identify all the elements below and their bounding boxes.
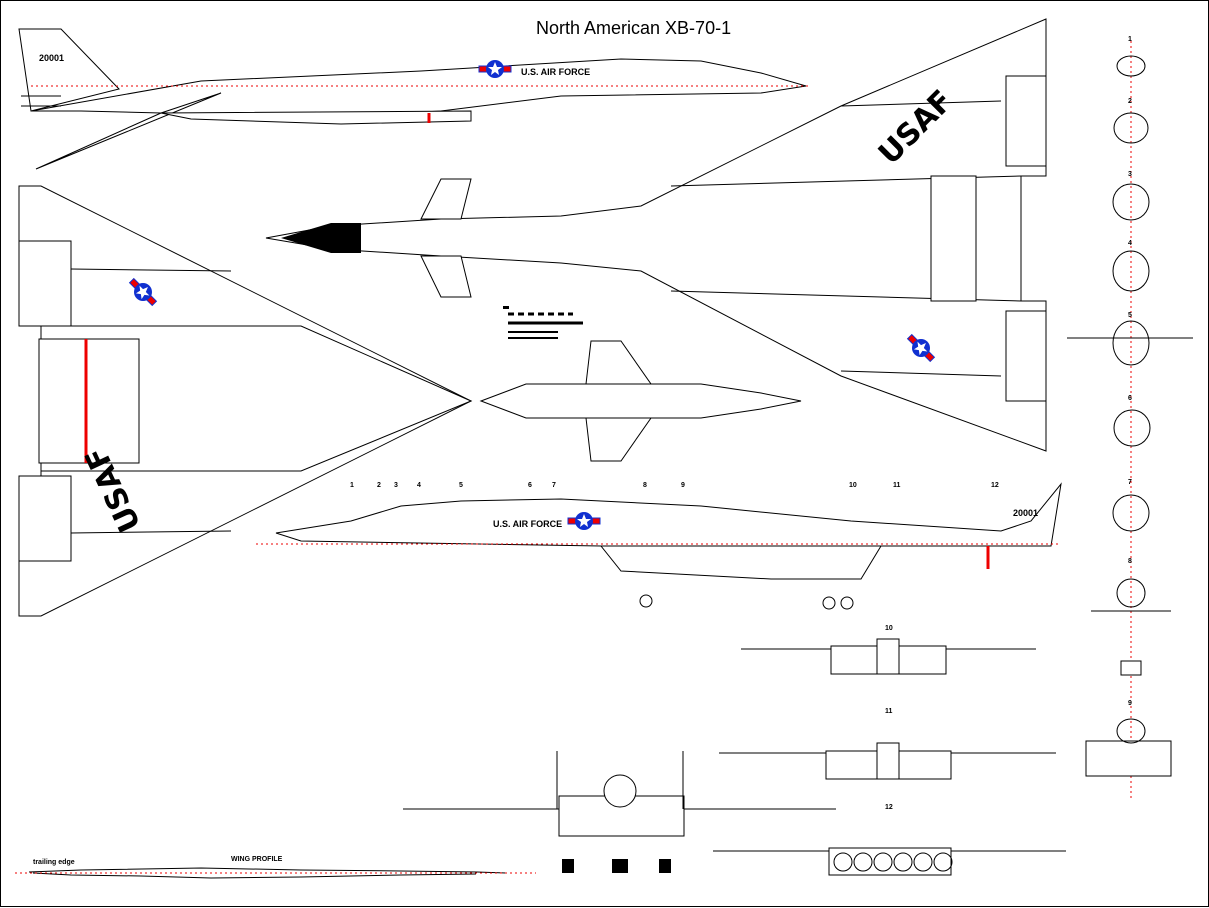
trailing-edge-label: trailing edge (33, 859, 75, 866)
roundel-icon (128, 277, 158, 307)
section-label: 9 (1128, 700, 1132, 707)
section-label: 5 (1128, 312, 1132, 319)
roundel-icon (567, 512, 601, 530)
drawing-title: North American XB-70-1 (536, 18, 731, 38)
fuselage-text-bottom: U.S. AIR FORCE (493, 519, 562, 529)
tail-serial-top: 20001 (39, 53, 64, 63)
section-label: 8 (1128, 558, 1132, 565)
side-view-top: 20001 U.S. AIR FORCE (18, 28, 811, 170)
cross-sections-bottom: 10 11 12 (713, 625, 1066, 876)
section-label: 2 (1128, 98, 1132, 105)
side-view-bottom: 20001 U.S. AIR FORCE 1 2 3 4 5 6 7 8 9 1… (256, 482, 1062, 610)
section-label: 10 (885, 625, 893, 632)
wing-profile-title: WING PROFILE (231, 856, 283, 863)
station-label: 11 (893, 482, 901, 489)
section-label: 11 (885, 708, 893, 715)
section-label: 7 (1128, 479, 1132, 486)
front-view (403, 751, 836, 873)
section-label: 1 (1128, 36, 1132, 43)
station-label: 9 (681, 482, 685, 489)
station-labels: 1 2 3 4 5 6 7 8 9 10 11 12 (350, 482, 999, 489)
section-label: 12 (885, 804, 893, 811)
roundel-icon (478, 60, 512, 78)
station-label: 4 (417, 482, 421, 489)
plan-view-lower: USAF (18, 185, 802, 617)
section-label: 3 (1128, 171, 1132, 178)
cross-sections-right: 1 2 3 4 5 6 7 8 9 (1067, 36, 1193, 801)
section-label: 6 (1128, 395, 1132, 402)
station-label: 7 (552, 482, 556, 489)
station-label: 8 (643, 482, 647, 489)
section-label: 4 (1128, 240, 1132, 247)
roundel-icon (906, 333, 936, 363)
station-label: 3 (394, 482, 398, 489)
fuselage-text-top: U.S. AIR FORCE (521, 67, 590, 77)
wing-profile: WING PROFILE trailing edge (15, 856, 536, 879)
plan-view-upper: USAF (265, 18, 1047, 452)
station-label: 12 (991, 482, 999, 489)
station-label: 2 (377, 482, 381, 489)
scale-bar (503, 306, 583, 339)
tail-serial-bottom: 20001 (1013, 508, 1038, 518)
station-label: 6 (528, 482, 532, 489)
engine-nozzles (833, 852, 953, 872)
station-label: 5 (459, 482, 463, 489)
station-label: 10 (849, 482, 857, 489)
station-label: 1 (350, 482, 354, 489)
